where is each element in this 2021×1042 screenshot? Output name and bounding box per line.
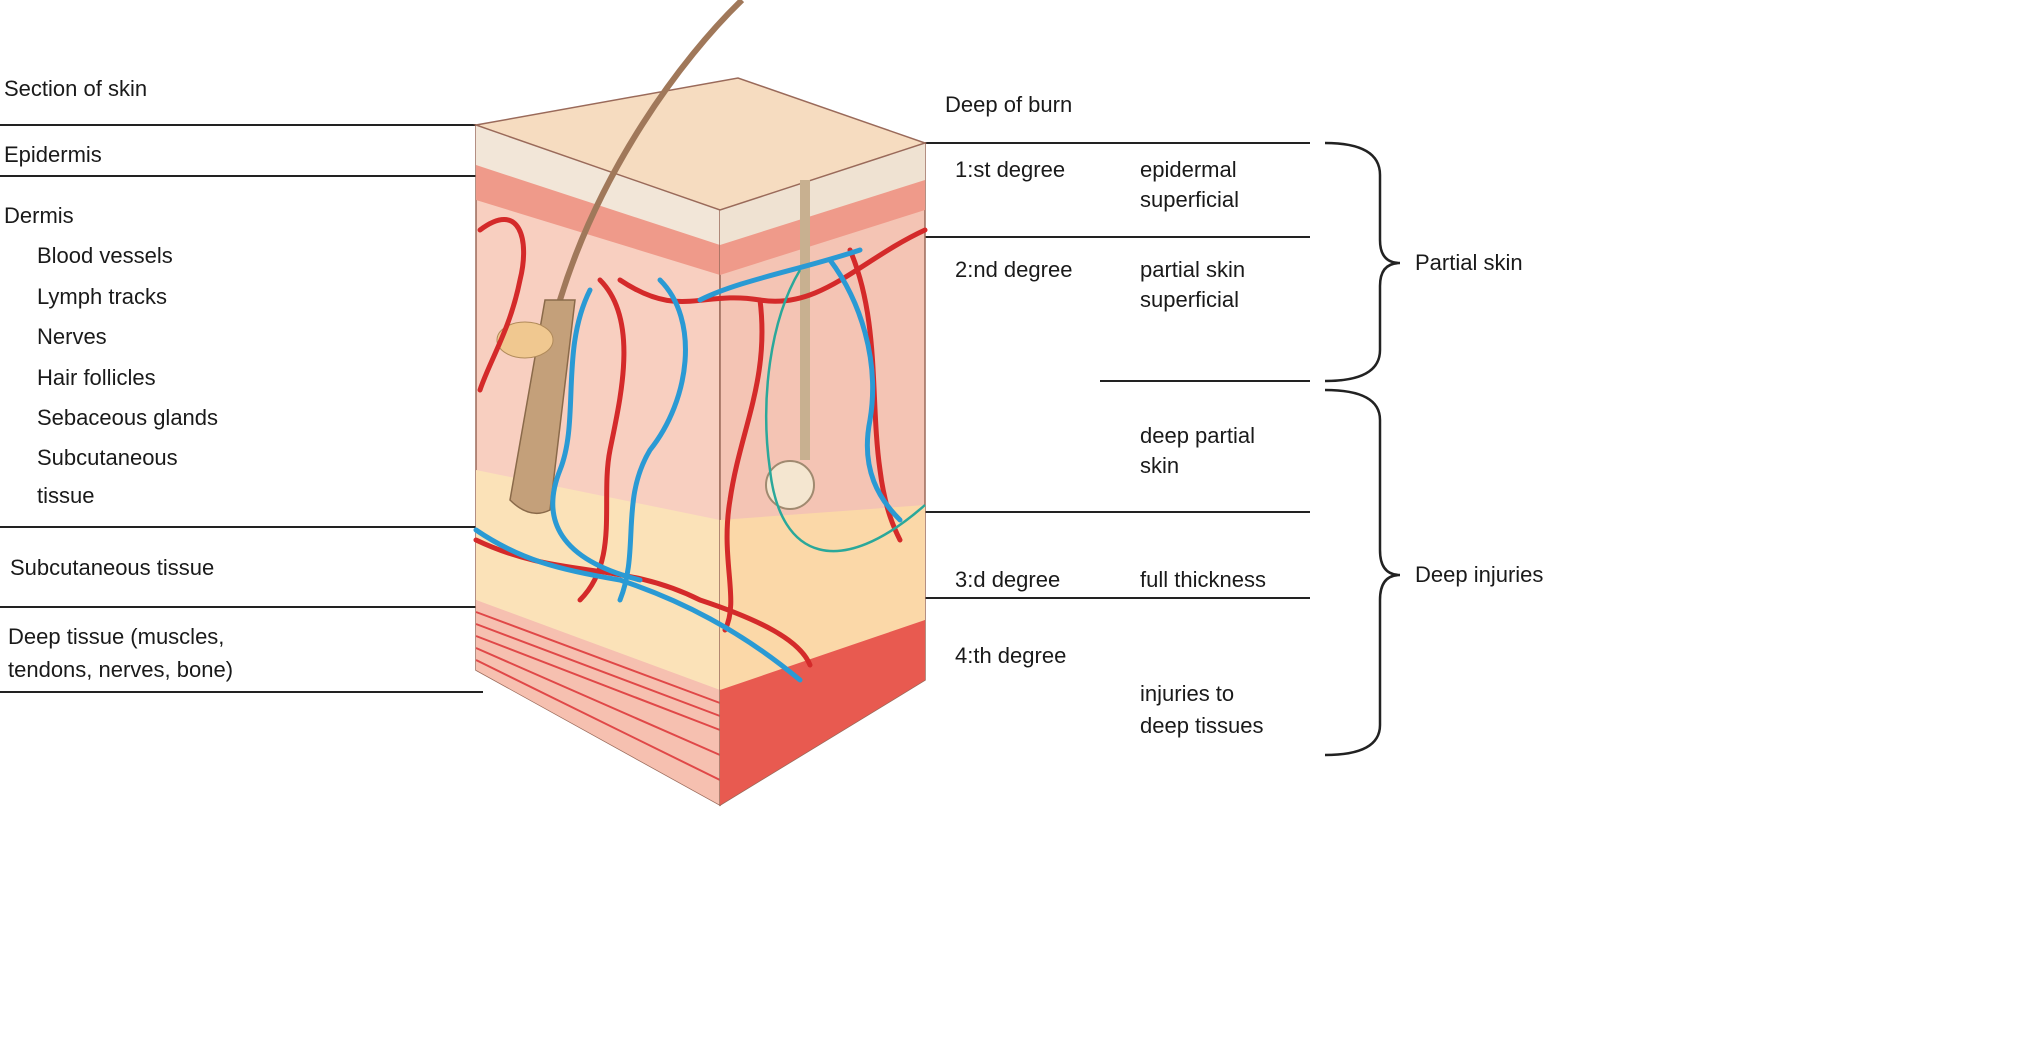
hair-shaft <box>517 0 745 501</box>
label-second-degree: 2:nd degree <box>955 257 1073 282</box>
label-hair-follicles: Hair follicles <box>37 365 156 390</box>
first-desc-2: superficial <box>1140 187 1240 212</box>
label-tissue: tissue <box>37 483 95 508</box>
first-desc-1: epidermal <box>1140 157 1237 182</box>
sebaceous-gland <box>496 321 554 359</box>
label-deep-tissue-1: Deep tissue (muscles, <box>8 624 225 649</box>
label-epidermis: Epidermis <box>4 142 102 167</box>
group-deep-injuries: Deep injuries <box>1415 562 1544 587</box>
second-desc-1: partial skin <box>1140 257 1246 282</box>
sweat-gland <box>765 460 815 510</box>
nerve <box>765 269 926 553</box>
label-subcutaneous-tissue: Subcutaneous tissue <box>10 555 215 580</box>
label-deep-tissue-2: tendons, nerves, bone) <box>8 657 234 682</box>
deep-partial-2: skin <box>1140 453 1180 478</box>
label-sebaceous-glands: Sebaceous glands <box>37 405 219 430</box>
group-partial-skin: Partial skin <box>1415 250 1523 275</box>
partial-skin-bracket <box>1324 141 1401 383</box>
deep-partial-1: deep partial <box>1140 423 1255 448</box>
fourth-desc-2: deep tissues <box>1140 713 1264 738</box>
right-leader-lines <box>925 142 1310 599</box>
label-blood-vessels: Blood vessels <box>37 243 173 268</box>
label-lymph-tracks: Lymph tracks <box>37 284 168 309</box>
fourth-desc-1: injuries to <box>1140 681 1235 706</box>
section-of-skin-title: Section of skin <box>4 76 148 101</box>
label-first-degree: 1:st degree <box>955 157 1066 182</box>
deep-injuries-bracket <box>1324 388 1401 757</box>
label-nerves: Nerves <box>37 324 107 349</box>
label-third-degree: 3:d degree <box>955 567 1061 592</box>
label-fourth-degree: 4:th degree <box>955 643 1067 668</box>
left-leader-lines <box>0 124 483 693</box>
deep-of-burn-title: Deep of burn <box>945 92 1073 117</box>
second-desc-2: superficial <box>1140 287 1240 312</box>
label-dermis: Dermis <box>4 203 74 228</box>
skin-block <box>473 0 928 807</box>
label-subcutaneous: Subcutaneous <box>37 445 178 470</box>
hair-follicle <box>509 299 576 515</box>
third-desc: full thickness <box>1140 567 1266 592</box>
